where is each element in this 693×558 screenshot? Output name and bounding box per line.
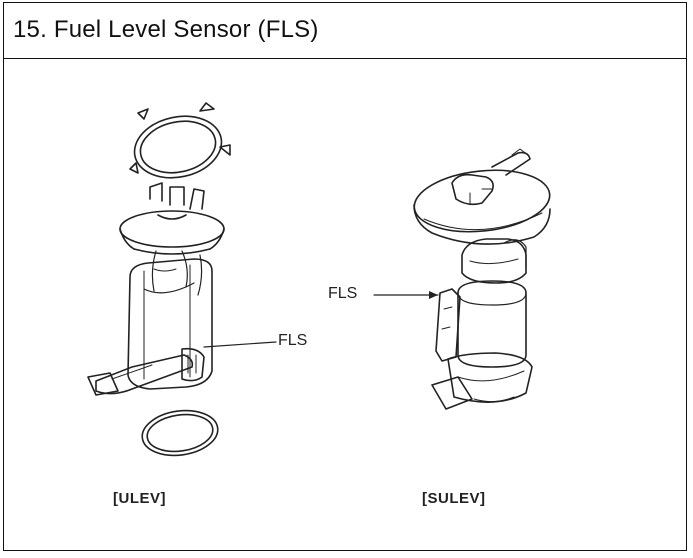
title-bar: 15. Fuel Level Sensor (FLS) [4, 3, 686, 59]
sulev-pump-assembly [373, 148, 551, 410]
ulev-fls-leader [203, 341, 277, 348]
document-frame: 15. Fuel Level Sensor (FLS) [3, 2, 687, 551]
sulev-caption: [SULEV] [422, 490, 486, 507]
ulev-pump-assembly [87, 102, 277, 457]
page-title: 15. Fuel Level Sensor (FLS) [13, 16, 319, 43]
ulev-caption: [ULEV] [113, 490, 166, 507]
sulev-fls-arrow [429, 291, 438, 299]
ulev-lock-ring [129, 102, 231, 179]
fuel-pump-illustration [87, 102, 551, 457]
ulev-fls-label: FLS [278, 332, 308, 349]
ulev-o-ring [141, 409, 219, 457]
sulev-fls-label: FLS [328, 285, 358, 302]
